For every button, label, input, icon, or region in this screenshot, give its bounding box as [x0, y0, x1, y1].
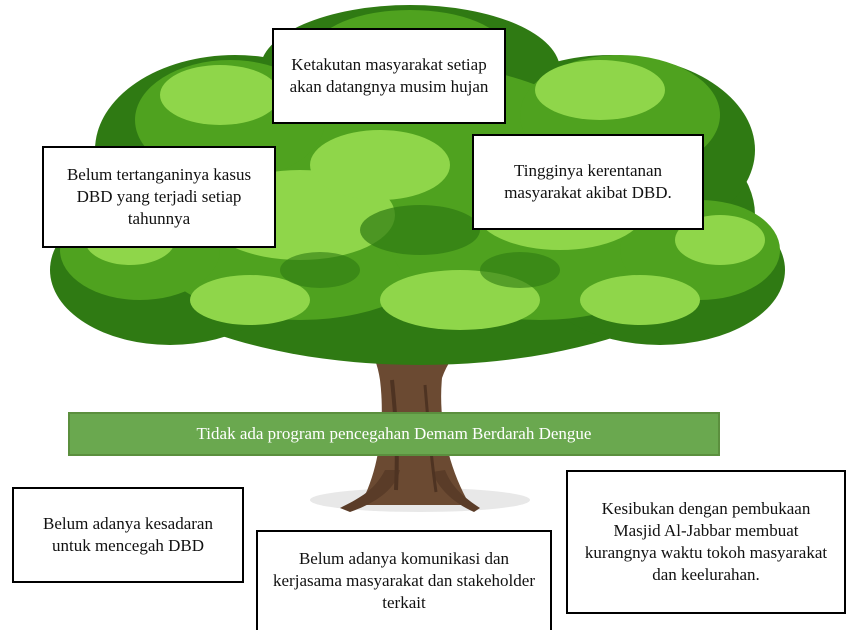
cause-text-lack-of-communication: Belum adanya komunikasi dan kerjasama ma…	[273, 549, 535, 612]
effect-box-unhandled-cases: Belum tertanganinya kasus DBD yang terja…	[42, 146, 276, 248]
effect-text-unhandled-cases: Belum tertanganinya kasus DBD yang terja…	[66, 165, 252, 228]
cause-text-lack-of-awareness: Belum adanya kesadaran untuk mencegah DB…	[43, 514, 213, 555]
core-problem-bar: Tidak ada program pencegahan Demam Berda…	[68, 412, 720, 456]
core-problem-text: Tidak ada program pencegahan Demam Berda…	[196, 424, 592, 443]
effect-text-fear-of-rainy-season: Ketakutan masyarakat setiap akan datangn…	[289, 55, 489, 96]
cause-box-lack-of-awareness: Belum adanya kesadaran untuk mencegah DB…	[12, 487, 244, 583]
cause-box-lack-of-communication: Belum adanya komunikasi dan kerjasama ma…	[256, 530, 552, 630]
cause-text-busy-with-mosque: Kesibukan dengan pembukaan Masjid Al-Jab…	[584, 499, 828, 584]
cause-box-busy-with-mosque: Kesibukan dengan pembukaan Masjid Al-Jab…	[566, 470, 846, 614]
effect-box-high-vulnerability: Tingginya kerentanan masyarakat akibat D…	[472, 134, 704, 230]
effect-box-fear-of-rainy-season: Ketakutan masyarakat setiap akan datangn…	[272, 28, 506, 124]
effect-text-high-vulnerability: Tingginya kerentanan masyarakat akibat D…	[504, 161, 672, 202]
